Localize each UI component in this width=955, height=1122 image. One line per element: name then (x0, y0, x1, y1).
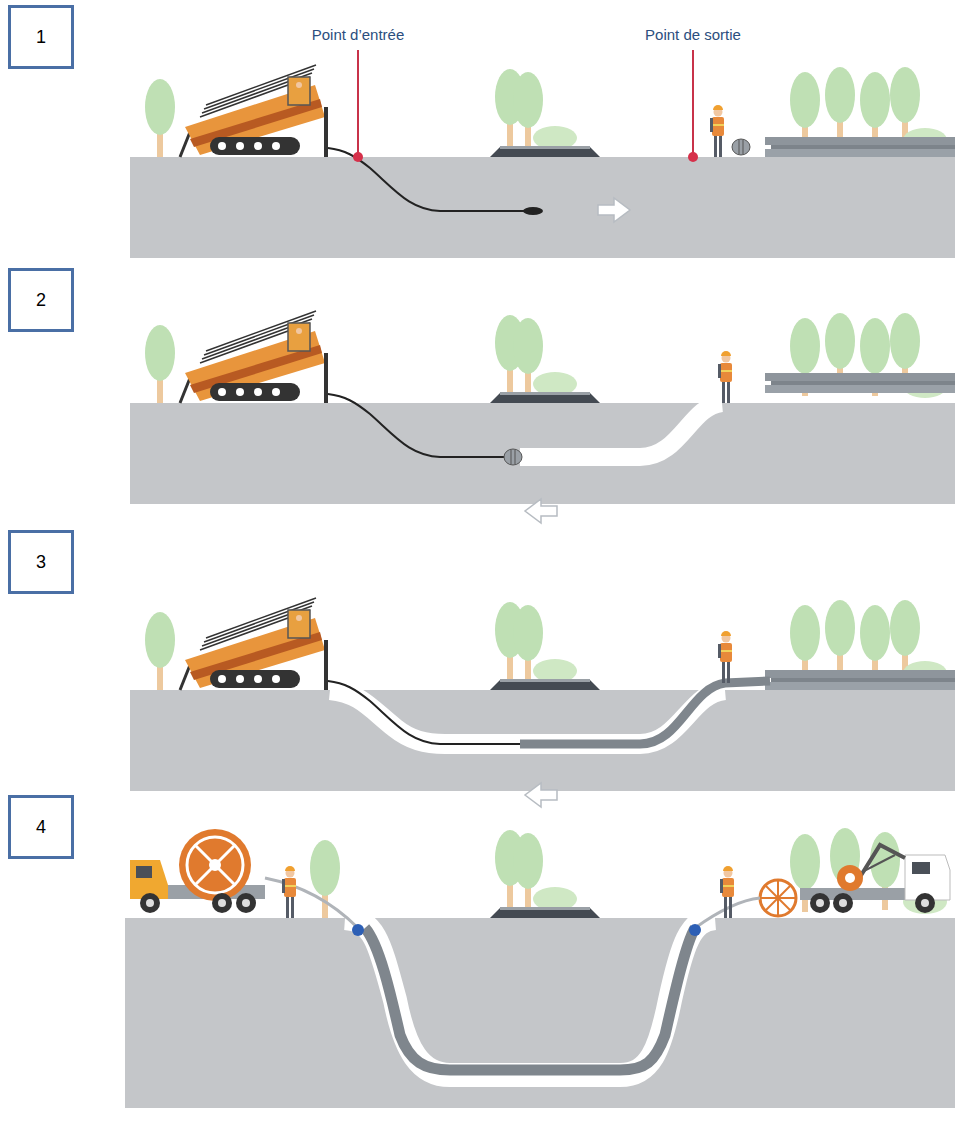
panel-1 (130, 50, 955, 258)
panel-2 (130, 311, 955, 523)
step-number-box: 4 (8, 795, 74, 859)
panel-4 (125, 828, 955, 1108)
step-number-box: 2 (8, 268, 74, 332)
point-label: Point de sortie (643, 26, 743, 43)
step-number: 1 (36, 27, 46, 48)
step-number: 3 (36, 552, 46, 573)
step-number-box: 3 (8, 530, 74, 594)
step-number-box: 1 (8, 5, 74, 69)
step-number: 2 (36, 290, 46, 311)
point-label: Point d’entrée (310, 26, 407, 43)
step-number: 4 (36, 817, 46, 838)
panel-3 (130, 598, 955, 807)
